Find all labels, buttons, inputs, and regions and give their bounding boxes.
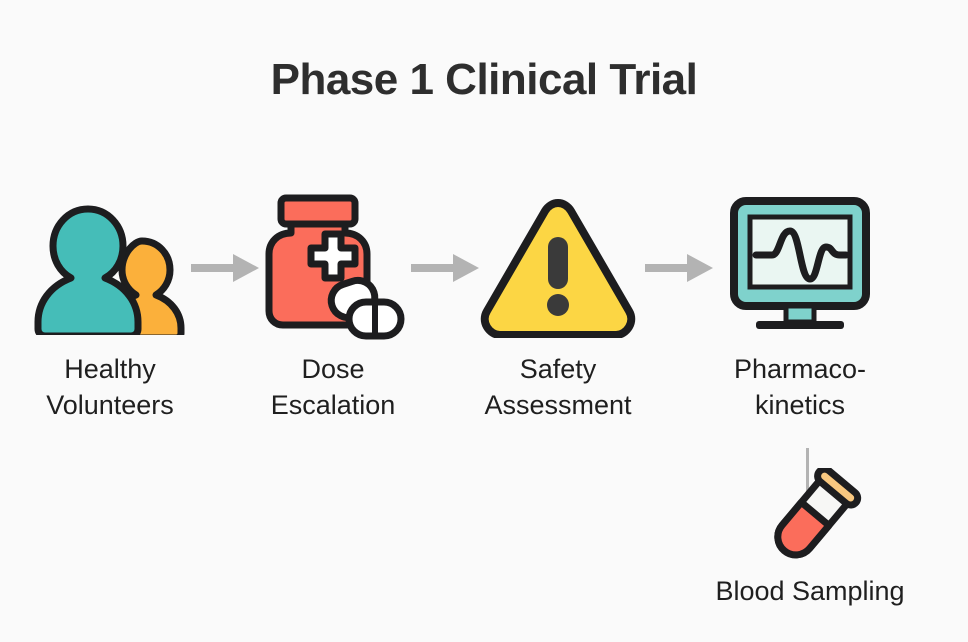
test-tube-icon bbox=[660, 467, 960, 570]
step-pharmacokinetics[interactable]: Pharmaco- kinetics bbox=[705, 190, 895, 423]
step-healthy-volunteers[interactable]: Healthy Volunteers bbox=[15, 190, 205, 423]
arrow-right-icon bbox=[645, 252, 715, 284]
step-blood-sampling[interactable]: Blood Sampling bbox=[660, 467, 960, 607]
two-people-icon bbox=[15, 190, 205, 340]
arrow-right-icon bbox=[411, 252, 481, 284]
step-dose-escalation[interactable]: Dose Escalation bbox=[238, 190, 428, 423]
vertical-connector-line bbox=[806, 448, 809, 496]
arrow-right-icon bbox=[191, 252, 261, 284]
step-label-blood-sampling: Blood Sampling bbox=[715, 576, 905, 606]
step-label-pharmacokinetics: Pharmaco- kinetics bbox=[733, 354, 867, 420]
pill-bottle-icon bbox=[238, 190, 428, 340]
step-label-dose-escalation: Dose Escalation bbox=[270, 354, 396, 420]
monitor-waveform-icon bbox=[705, 190, 895, 340]
step-safety-assessment[interactable]: Safety Assessment bbox=[463, 190, 653, 423]
warning-triangle-icon bbox=[463, 190, 653, 340]
step-label-healthy-volunteers: Healthy Volunteers bbox=[46, 354, 174, 420]
page-title: Phase 1 Clinical Trial bbox=[270, 55, 698, 104]
step-label-safety-assessment: Safety Assessment bbox=[484, 354, 632, 420]
